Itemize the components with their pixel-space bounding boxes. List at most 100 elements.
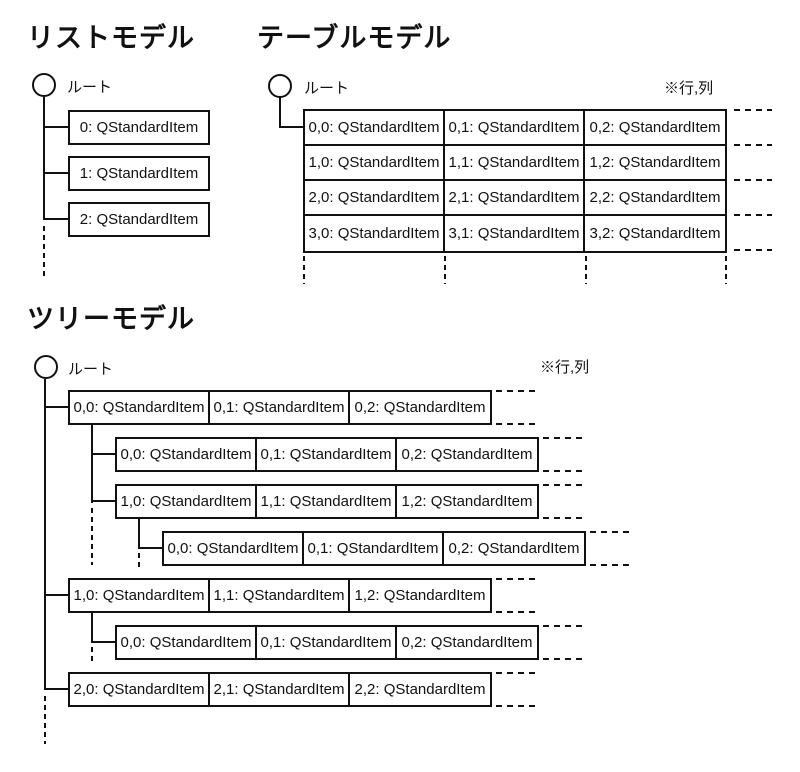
table-more-rows-dashes: [585, 256, 587, 284]
table-cell: 0,0: QStandardItem: [305, 111, 445, 146]
list-trunk-line: [43, 97, 45, 220]
tree-cell: 1,1: QStandardItem: [210, 580, 350, 611]
table-more-cols-dashes: [734, 109, 772, 111]
list-item-box: 0: QStandardItem: [68, 110, 210, 145]
tree-row: 0,0: QStandardItem 0,1: QStandardItem 0,…: [68, 390, 492, 425]
tree-cell: 2,1: QStandardItem: [210, 674, 350, 705]
tree-cell: 0,1: QStandardItem: [304, 533, 444, 564]
table-cell: 0,2: QStandardItem: [585, 111, 725, 146]
list-model-title: リストモデル: [27, 23, 195, 53]
tree-cell: 0,0: QStandardItem: [117, 439, 257, 470]
table-cell: 2,2: QStandardItem: [585, 181, 725, 216]
tree-more-cols-dashes: [543, 484, 583, 486]
tree-cell: 0,1: QStandardItem: [210, 392, 350, 423]
table-connector-line: [279, 97, 281, 128]
tree-more-cols-dashes: [496, 423, 536, 425]
tree-row: 2,0: QStandardItem 2,1: QStandardItem 2,…: [68, 672, 492, 707]
tree-connector-line: [45, 406, 68, 408]
tree-more-cols-dashes: [496, 672, 536, 674]
tree-row-col-note: ※行,列: [540, 359, 590, 376]
table-cell: 1,2: QStandardItem: [585, 146, 725, 181]
tree-cell: 1,2: QStandardItem: [354, 587, 486, 604]
table-connector-line: [279, 126, 304, 128]
tree-model-title: ツリーモデル: [27, 304, 195, 334]
tree-more-cols-dashes: [496, 611, 536, 613]
table-cell: 1,1: QStandardItem: [445, 146, 585, 181]
tree-more-cols-dashes: [543, 658, 583, 660]
table-model-title: テーブルモデル: [257, 23, 452, 53]
tree-cell: 1,0: QStandardItem: [117, 486, 257, 517]
tree-cell: 0,2: QStandardItem: [448, 540, 580, 557]
table-cell: 0,1: QStandardItem: [445, 111, 585, 146]
list-item-box: 1: QStandardItem: [68, 156, 210, 191]
table-more-cols-dashes: [734, 249, 772, 251]
tree-cell: 0,0: QStandardItem: [117, 627, 257, 658]
tree-row: 0,0: QStandardItem 0,1: QStandardItem 0,…: [115, 437, 539, 472]
table-row-col-note: ※行,列: [664, 80, 714, 97]
tree-connector-line: [45, 688, 68, 690]
list-continuation-dashes: [43, 226, 45, 278]
tree-connector-line: [92, 453, 115, 455]
tree-more-cols-dashes: [543, 517, 583, 519]
tree-cell: 0,0: QStandardItem: [164, 533, 304, 564]
tree-branch-line: [91, 613, 93, 643]
table-more-cols-dashes: [734, 144, 772, 146]
tree-branch-continuation-dashes: [91, 508, 93, 565]
tree-more-cols-dashes: [543, 437, 583, 439]
tree-cell: 0,0: QStandardItem: [70, 392, 210, 423]
tree-root-node-circle: [34, 355, 58, 379]
table-root-node-circle: [268, 74, 292, 98]
tree-trunk-line: [44, 379, 46, 690]
tree-cell: 2,0: QStandardItem: [70, 674, 210, 705]
table-more-rows-dashes: [303, 256, 305, 284]
list-root-node-circle: [32, 73, 56, 97]
tree-row: 1,0: QStandardItem 1,1: QStandardItem 1,…: [115, 484, 539, 519]
list-connector-line: [44, 126, 68, 128]
tree-cell: 0,1: QStandardItem: [257, 439, 397, 470]
table-cell: 3,0: QStandardItem: [305, 216, 445, 251]
table-more-rows-dashes: [725, 256, 727, 284]
tree-cell: 1,0: QStandardItem: [70, 580, 210, 611]
tree-more-cols-dashes: [590, 564, 630, 566]
tree-cell: 2,2: QStandardItem: [354, 681, 486, 698]
tree-branch-continuation-dashes: [91, 647, 93, 661]
tree-connector-line: [139, 547, 162, 549]
table-root-label: ルート: [304, 80, 350, 97]
table-more-cols-dashes: [734, 179, 772, 181]
tree-row: 0,0: QStandardItem 0,1: QStandardItem 0,…: [162, 531, 586, 566]
tree-more-cols-dashes: [496, 705, 536, 707]
table-more-rows-dashes: [444, 256, 446, 284]
tree-branch-line: [91, 425, 93, 503]
tree-connector-line: [92, 500, 115, 502]
tree-cell: 0,2: QStandardItem: [401, 446, 533, 463]
tree-cell: 1,2: QStandardItem: [401, 493, 533, 510]
list-root-label: ルート: [67, 79, 113, 96]
tree-connector-line: [92, 641, 115, 643]
tree-cell: 0,1: QStandardItem: [257, 627, 397, 658]
tree-trunk-continuation-dashes: [44, 696, 46, 744]
tree-root-label: ルート: [68, 361, 114, 378]
table-more-cols-dashes: [734, 214, 772, 216]
tree-more-cols-dashes: [543, 625, 583, 627]
table-cell: 1,0: QStandardItem: [305, 146, 445, 181]
list-connector-line: [44, 172, 68, 174]
tree-more-cols-dashes: [496, 578, 536, 580]
tree-cell: 1,1: QStandardItem: [257, 486, 397, 517]
tree-branch-line: [138, 519, 140, 549]
table-cell: 3,2: QStandardItem: [589, 225, 721, 242]
tree-cell: 0,2: QStandardItem: [401, 634, 533, 651]
tree-more-cols-dashes: [590, 531, 630, 533]
table-cell: 3,1: QStandardItem: [445, 216, 585, 251]
tree-more-cols-dashes: [496, 390, 536, 392]
table-cell: 2,0: QStandardItem: [305, 181, 445, 216]
tree-row: 1,0: QStandardItem 1,1: QStandardItem 1,…: [68, 578, 492, 613]
list-connector-line: [44, 218, 68, 220]
table-grid: 0,0: QStandardItem 0,1: QStandardItem 0,…: [303, 109, 727, 253]
tree-branch-continuation-dashes: [138, 553, 140, 568]
tree-row: 0,0: QStandardItem 0,1: QStandardItem 0,…: [115, 625, 539, 660]
list-item-box: 2: QStandardItem: [68, 202, 210, 237]
tree-more-cols-dashes: [543, 470, 583, 472]
tree-connector-line: [45, 594, 68, 596]
table-cell: 2,1: QStandardItem: [445, 181, 585, 216]
